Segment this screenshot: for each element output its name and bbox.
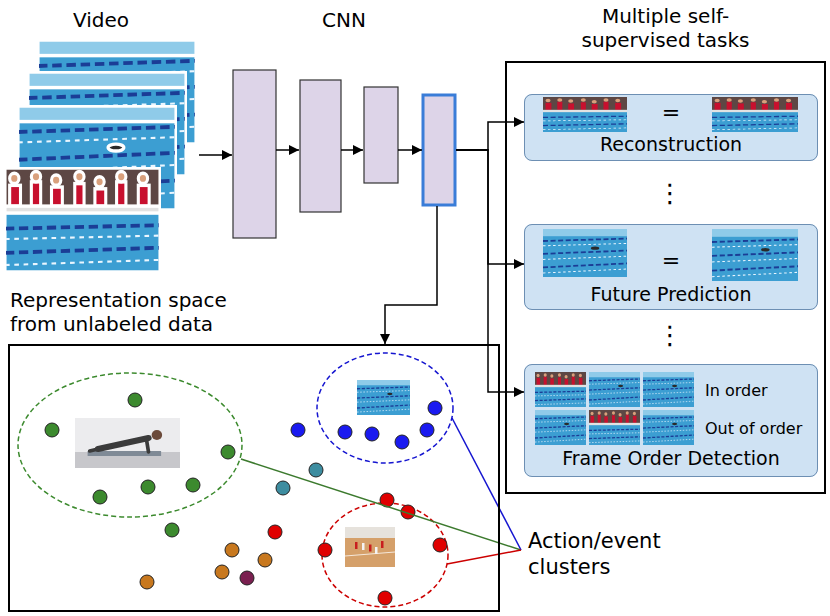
task-box: = Future Prediction [524,224,818,310]
node-text: In order [705,381,817,401]
node-text: Future Prediction [525,283,817,305]
label-text: ⋮ [655,178,685,208]
node-text: = [525,249,817,273]
connector-arrow [385,240,437,344]
panel-frame [8,344,500,612]
cnn-encoder: CNN [232,4,456,240]
representation-panel: Representation space from unlabeled data [8,284,500,612]
label-text: Action/event clusters [528,528,688,580]
label-text: ⋮ [655,320,685,350]
node-text: Frame Order Detection [525,447,817,469]
node-text: CNN [232,8,456,32]
task-box: In orderOut of orderFrame Order Detectio… [524,364,818,477]
task-panel: Multiple self-supervised tasks = Reconstru… [505,4,826,494]
node-text: = [525,101,817,125]
connector-arrow [456,150,524,392]
node-text: Reconstruction [525,133,817,155]
ellipsis-mark: ⋮ [655,320,685,350]
video-input: Video [3,4,199,274]
connector-arrow [199,154,232,156]
connector-arrow [456,150,524,264]
ellipsis-mark: ⋮ [655,178,685,208]
node-text: Video [3,8,199,32]
node-text: Out of order [705,419,817,439]
cluster-label: Action/event clusters [528,528,688,580]
node-text: Representation space from unlabeled data [10,288,270,336]
task-box: = Reconstruction [524,94,818,161]
node-text: Multiple self-supervised tasks [553,4,778,52]
connector-arrow [456,122,524,150]
